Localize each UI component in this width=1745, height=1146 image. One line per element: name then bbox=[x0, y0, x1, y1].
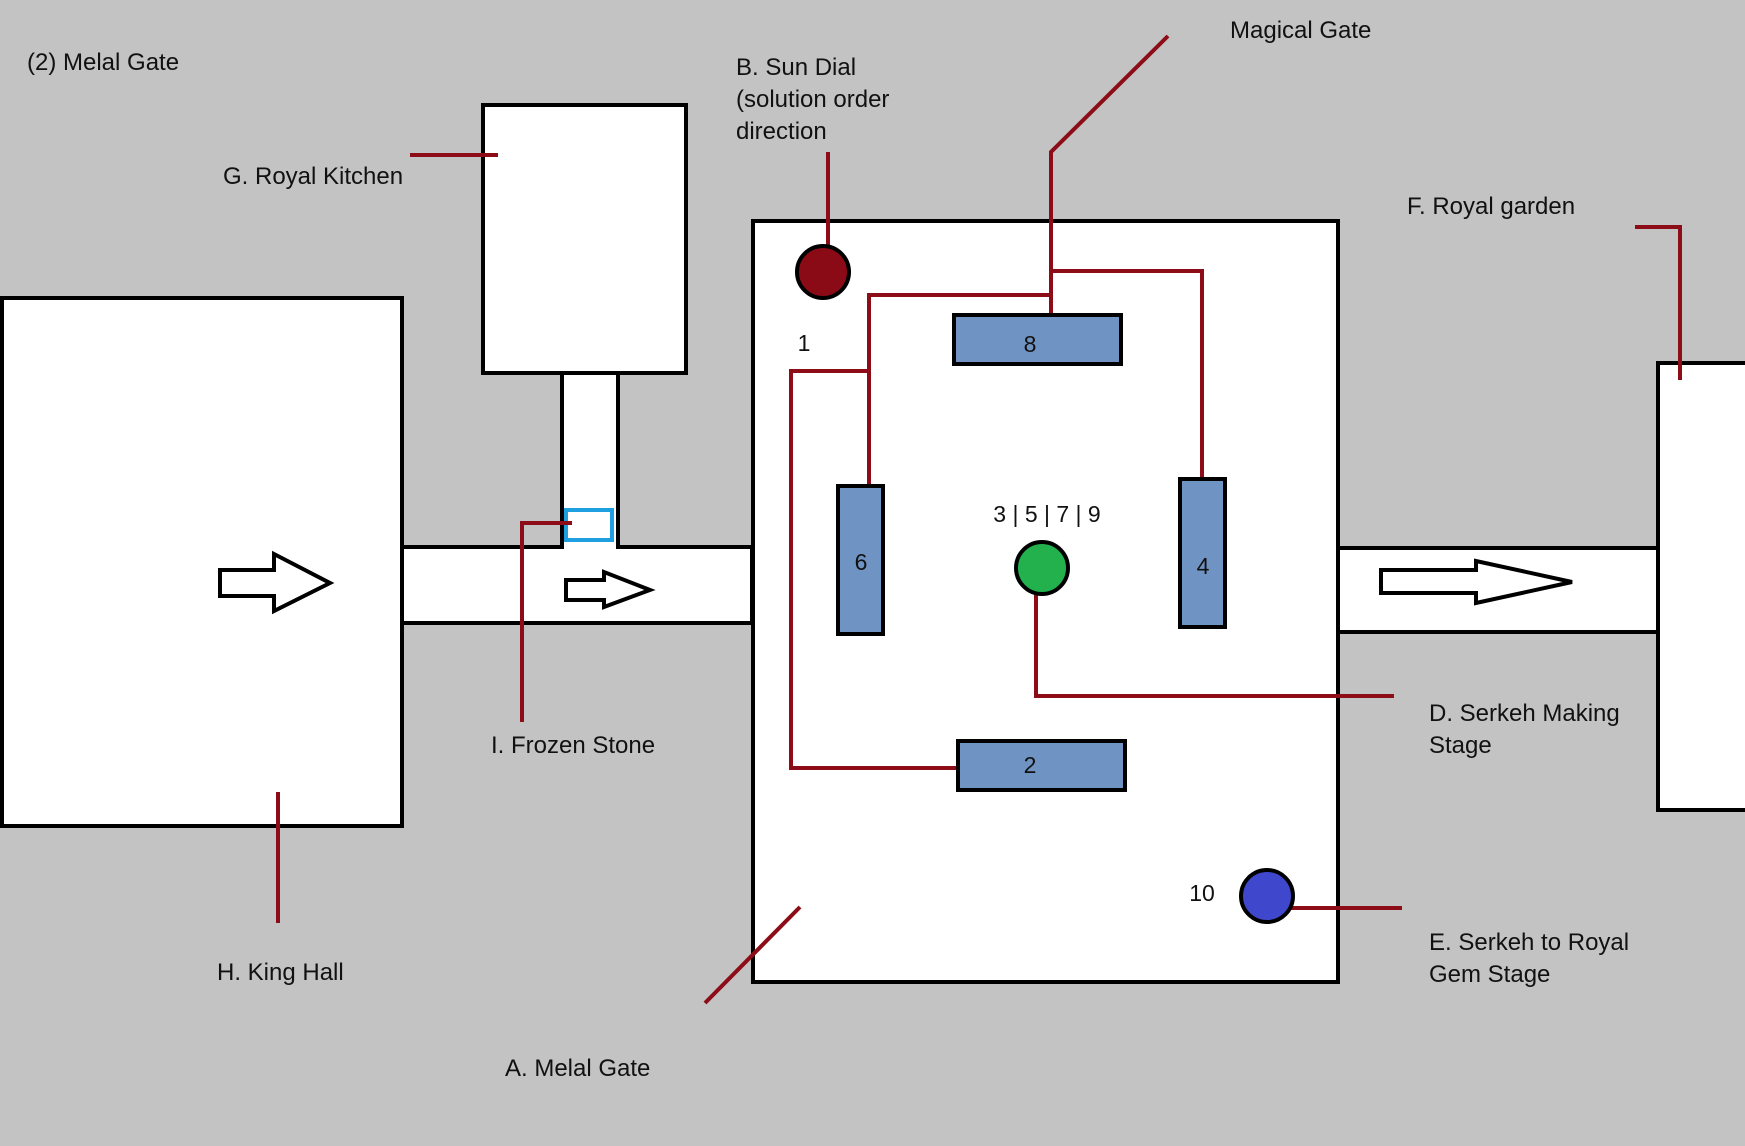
block-6 bbox=[836, 484, 885, 636]
frozen-stone bbox=[564, 508, 614, 542]
number-4: 4 bbox=[1197, 553, 1210, 579]
melal-gate-leader bbox=[703, 905, 802, 1005]
magical-gate-leader bbox=[1049, 34, 1170, 318]
magical-gate-branch-4 bbox=[1051, 269, 1204, 482]
melal-gate-label: A. Melal Gate bbox=[505, 1055, 651, 1082]
block-2 bbox=[956, 739, 1127, 792]
number-6: 6 bbox=[855, 549, 868, 575]
sun-dial-label: B. Sun Dial (solution order direction bbox=[736, 54, 890, 145]
royal-garden-label: F. Royal garden bbox=[1407, 193, 1576, 220]
magical-gate-branch-2 bbox=[789, 369, 960, 770]
royal-kitchen-room bbox=[481, 103, 688, 375]
sun-dial-node bbox=[795, 244, 851, 300]
melal-gate-heading: (2) Melal Gate bbox=[27, 49, 180, 76]
arrow-right-icon bbox=[218, 550, 335, 615]
royal-garden-room bbox=[1656, 361, 1745, 812]
number-10: 10 bbox=[1189, 880, 1215, 906]
frozen-stone-label: I. Frozen Stone bbox=[491, 732, 656, 759]
king-hall-label: H. King Hall bbox=[217, 959, 344, 986]
royal-garden-leader bbox=[1635, 225, 1682, 380]
number-2: 2 bbox=[1024, 752, 1037, 778]
number-8: 8 bbox=[1024, 331, 1037, 357]
block-8 bbox=[952, 313, 1123, 366]
center-numbers: 3 | 5 | 7 | 9 bbox=[993, 501, 1100, 527]
serkeh-making-leader bbox=[1034, 591, 1394, 698]
arrow-right-icon bbox=[564, 569, 656, 610]
number-1: 1 bbox=[798, 330, 811, 356]
serkeh-making-label: D. Serkeh Making Stage bbox=[1429, 700, 1620, 759]
serkeh-royal-gem-label: E. Serkeh to Royal Gem Stage bbox=[1429, 929, 1630, 988]
arrow-right-icon bbox=[1379, 558, 1573, 606]
magical-gate-label: Magical Gate bbox=[1230, 17, 1372, 44]
king-hall-room bbox=[0, 296, 404, 828]
frozen-stone-leader bbox=[520, 521, 572, 722]
magical-gate-branch-6 bbox=[867, 293, 1051, 486]
royal-kitchen-label: G. Royal Kitchen bbox=[223, 163, 404, 190]
passage-opening bbox=[564, 540, 616, 554]
block-4 bbox=[1178, 477, 1227, 629]
serkeh-gem-node bbox=[1239, 868, 1295, 924]
serkeh-making-node bbox=[1014, 540, 1070, 596]
